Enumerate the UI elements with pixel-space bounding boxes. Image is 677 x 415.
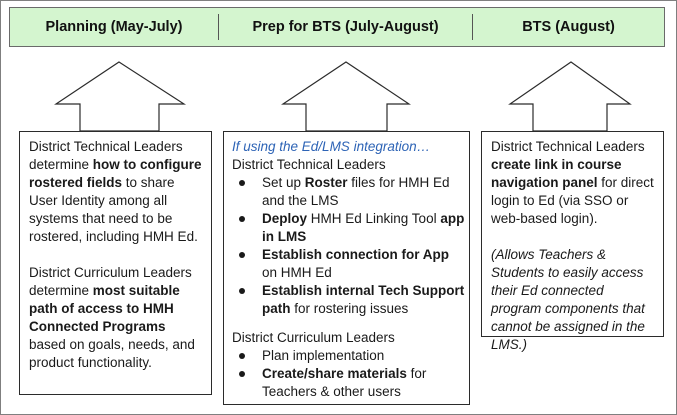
emphasis-text: how to configure rostered fields (29, 157, 202, 190)
list-item: Set up Roster files for HMH Ed and the L… (232, 174, 465, 210)
list-item: Deploy HMH Ed Linking Tool app in LMS (232, 210, 465, 246)
phase-bts-label: BTS (August) (522, 19, 615, 35)
up-arrow-planning (54, 61, 187, 132)
text-run: District Technical Leaders determine (29, 139, 183, 172)
up-arrow-prep (281, 61, 411, 132)
list-item: Create/share materials for Teachers & ot… (232, 365, 465, 401)
bts-tech-paragraph: District Technical Leaders create link i… (491, 138, 657, 228)
tech-leaders-heading: District Technical Leaders (232, 157, 386, 172)
phase-divider (472, 14, 473, 40)
phase-planning-label: Planning (May-July) (45, 19, 183, 35)
planning-box: District Technical Leaders determine how… (19, 131, 212, 395)
list-item: Plan implementation (232, 347, 465, 365)
prep-box: If using the Ed/LMS integration… Distric… (223, 131, 470, 405)
text-run: District Curriculum Leaders determine (29, 265, 192, 298)
emphasis-text: most suitable path of access to HMH Conn… (29, 283, 180, 334)
text-run: based on goals, needs, and product funct… (29, 337, 195, 370)
list-item: Establish connection for App on HMH Ed (232, 246, 465, 282)
text-run: District Technical Leaders (491, 139, 645, 154)
curriculum-tasks-list: Plan implementation Create/share materia… (232, 347, 465, 401)
phase-divider (218, 14, 219, 40)
integration-note: If using the Ed/LMS integration… (232, 139, 431, 154)
text-run: to share User Identity among all systems… (29, 175, 198, 244)
phase-prep-label: Prep for BTS (July-August) (252, 19, 439, 35)
phase-timeline-bar: Planning (May-July) Prep for BTS (July-A… (9, 7, 665, 47)
text-run: for direct login to Ed (via SSO or web-b… (491, 175, 654, 226)
planning-tech-paragraph: District Technical Leaders determine how… (29, 138, 205, 246)
planning-curriculum-paragraph: District Curriculum Leaders determine mo… (29, 264, 205, 372)
list-item: Establish internal Tech Support path for… (232, 282, 465, 318)
tech-tasks-list: Set up Roster files for HMH Ed and the L… (232, 174, 465, 318)
bts-box: District Technical Leaders create link i… (481, 131, 664, 352)
curriculum-leaders-heading: District Curriculum Leaders (232, 330, 395, 345)
bts-note: (Allows Teachers & Students to easily ac… (491, 247, 645, 352)
up-arrow-bts (508, 61, 632, 132)
emphasis-text: create link in course navigation panel (491, 157, 622, 190)
